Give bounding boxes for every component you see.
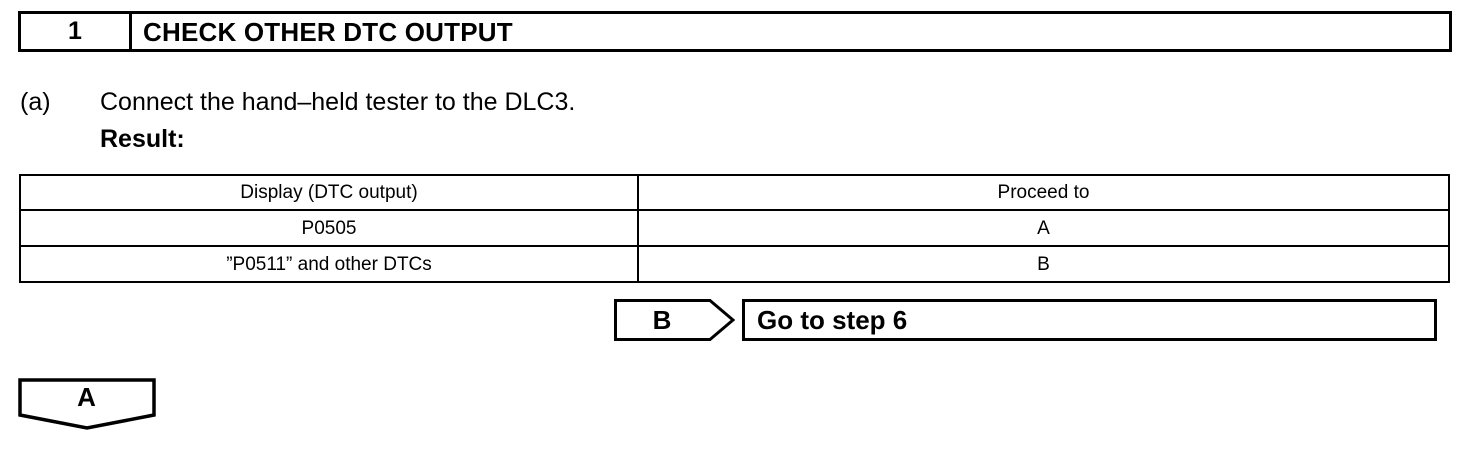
table-header-row: Display (DTC output) Proceed to <box>19 174 1450 211</box>
step-number-cell: 1 <box>21 14 132 49</box>
flag-down-pennant-icon <box>18 378 156 430</box>
goto-action-label: Go to step 6 <box>757 305 908 335</box>
goto-flag-letter: B <box>652 305 672 335</box>
procedure-step-text: Connect the hand–held tester to the DLC3… <box>100 88 576 116</box>
flag-right-arrow-shape: B <box>614 299 735 341</box>
column-header-proceed: Proceed to <box>637 174 1450 211</box>
procedure-step-label: (a) <box>20 88 51 116</box>
step-title-cell: CHECK OTHER DTC OUTPUT <box>132 14 1449 49</box>
cell-proceed-value: B <box>637 245 1450 283</box>
step-header-bar: 1 CHECK OTHER DTC OUTPUT <box>18 11 1452 52</box>
goto-action-box: Go to step 6 <box>742 299 1437 341</box>
results-table: Display (DTC output) Proceed to P0505 A … <box>19 174 1450 283</box>
column-header-display: Display (DTC output) <box>19 174 639 211</box>
table-row: ”P0511” and other DTCs B <box>19 245 1450 283</box>
step-title: CHECK OTHER DTC OUTPUT <box>143 16 513 47</box>
procedure-step-a: (a) Connect the hand–held tester to the … <box>20 86 1320 118</box>
step-number: 1 <box>68 17 82 45</box>
table-row: P0505 A <box>19 209 1450 247</box>
cell-display-value: ”P0511” and other DTCs <box>19 245 639 283</box>
continue-flag-letter: A <box>77 382 96 412</box>
result-label: Result: <box>100 125 185 153</box>
cell-proceed-value: A <box>637 209 1450 247</box>
procedure-block: (a) Connect the hand–held tester to the … <box>20 86 1320 155</box>
flag-right-arrow-icon <box>614 299 735 341</box>
continue-connector-flag: A <box>18 378 158 432</box>
cell-display-value: P0505 <box>19 209 639 247</box>
